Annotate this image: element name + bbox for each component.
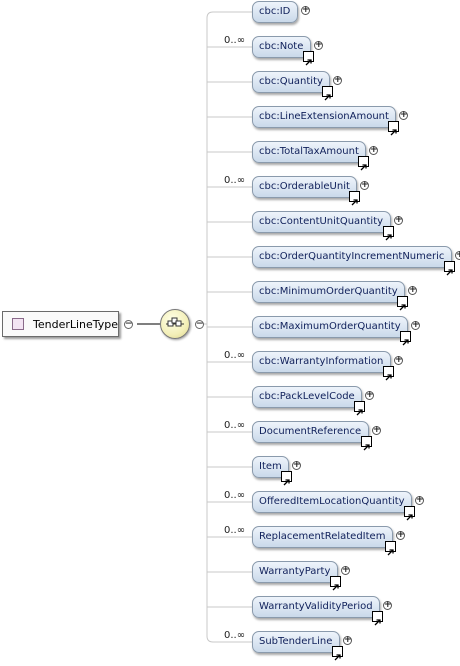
element-label: cbc:LineExtensionAmount [259, 111, 389, 122]
element-node[interactable]: Item [252, 456, 289, 478]
root-collapse-toggle[interactable]: − [124, 319, 133, 329]
element-node[interactable]: cbc:PackLevelCode [252, 386, 362, 408]
cardinality-label: 0..∞ [224, 350, 246, 361]
element-label: cbc:OrderQuantityIncrementNumeric [259, 251, 445, 262]
reference-arrow-icon [332, 646, 343, 661]
element-label: Item [259, 461, 282, 472]
reference-arrow-icon [330, 576, 341, 591]
element-node[interactable]: cbc:WarrantyInformation [252, 351, 391, 373]
expand-icon[interactable]: + [399, 110, 408, 120]
reference-arrow-icon [400, 331, 411, 346]
element-label: cbc:MinimumOrderQuantity [259, 286, 398, 297]
element-label: cbc:Note [259, 41, 304, 52]
expand-icon[interactable]: + [360, 180, 369, 190]
reference-arrow-icon [354, 401, 365, 416]
element-node[interactable]: DocumentReference [252, 421, 369, 443]
cardinality-label: 0..∞ [224, 630, 246, 641]
expand-icon[interactable]: + [396, 530, 405, 540]
element-label: SubTenderLine [259, 636, 333, 647]
reference-arrow-icon [358, 156, 369, 171]
expand-icon[interactable]: + [314, 40, 323, 50]
cardinality-label: 0..∞ [224, 35, 246, 46]
root-type-label: TenderLineType [33, 318, 119, 331]
element-node[interactable]: OfferedItemLocationQuantity [252, 491, 412, 513]
reference-arrow-icon [372, 611, 383, 626]
expand-icon[interactable]: + [292, 460, 301, 470]
sequence-compositor[interactable] [160, 309, 190, 339]
element-label: WarrantyParty [259, 566, 331, 577]
element-node[interactable]: SubTenderLine [252, 631, 340, 653]
element-label: cbc:PackLevelCode [259, 391, 355, 402]
element-node[interactable]: cbc:MinimumOrderQuantity [252, 281, 405, 303]
bus-top-corner [206, 11, 214, 19]
element-node[interactable]: ReplacementRelatedItem [252, 526, 393, 548]
expand-icon[interactable]: + [394, 355, 403, 365]
element-label: cbc:WarrantyInformation [259, 356, 384, 367]
expand-icon[interactable]: + [455, 251, 460, 260]
expand-icon[interactable]: + [415, 495, 424, 505]
expand-icon[interactable]: + [369, 145, 378, 155]
expand-icon[interactable]: + [383, 600, 392, 610]
reference-arrow-icon [349, 191, 360, 206]
root-type-box[interactable]: TenderLineType [2, 311, 119, 337]
element-node[interactable]: cbc:Note [252, 36, 311, 58]
reference-arrow-icon [322, 86, 333, 101]
reference-arrow-icon [388, 121, 399, 136]
expand-icon[interactable]: + [408, 285, 417, 295]
element-label: cbc:TotalTaxAmount [259, 146, 359, 157]
expand-icon[interactable]: + [394, 215, 403, 225]
reference-arrow-icon [383, 226, 394, 241]
element-label: WarrantyValidityPeriod [259, 601, 373, 612]
expand-icon[interactable]: + [365, 390, 374, 400]
element-node[interactable]: cbc:ID [252, 1, 298, 23]
element-node[interactable]: cbc:ContentUnitQuantity [252, 211, 391, 233]
reference-arrow-icon [397, 296, 408, 311]
sequence-compositor-icon [166, 317, 184, 327]
reference-arrow-icon [303, 51, 314, 66]
element-label: cbc:ID [259, 6, 291, 17]
cardinality-label: 0..∞ [224, 175, 246, 186]
reference-arrow-icon [281, 471, 292, 486]
element-label: ReplacementRelatedItem [259, 531, 386, 542]
element-label: cbc:Quantity [259, 76, 323, 87]
element-label: OfferedItemLocationQuantity [259, 496, 405, 507]
element-node[interactable]: cbc:TotalTaxAmount [252, 141, 366, 163]
cardinality-label: 0..∞ [224, 490, 246, 501]
reference-arrow-icon [361, 436, 372, 451]
element-node[interactable]: cbc:OrderQuantityIncrementNumeric [252, 246, 452, 268]
element-label: DocumentReference [259, 426, 362, 437]
reference-arrow-icon [404, 506, 415, 521]
element-node[interactable]: cbc:MaximumOrderQuantity [252, 316, 408, 338]
expand-icon[interactable]: + [301, 5, 310, 15]
expand-icon[interactable]: + [411, 320, 420, 330]
element-node[interactable]: cbc:Quantity [252, 71, 330, 93]
element-label: cbc:MaximumOrderQuantity [259, 321, 401, 332]
expand-icon[interactable]: + [333, 75, 342, 85]
sequence-collapse-toggle[interactable]: − [195, 319, 204, 329]
complex-type-icon [12, 318, 24, 330]
reference-arrow-icon [383, 366, 394, 381]
cardinality-label: 0..∞ [224, 525, 246, 536]
element-label: cbc:OrderableUnit [259, 181, 350, 192]
reference-arrow-icon [444, 261, 455, 276]
bus-bottom-corner [206, 635, 214, 643]
cardinality-label: 0..∞ [224, 420, 246, 431]
expand-icon[interactable]: + [372, 425, 381, 435]
element-label: cbc:ContentUnitQuantity [259, 216, 384, 227]
element-node[interactable]: WarrantyParty [252, 561, 338, 583]
element-node[interactable]: WarrantyValidityPeriod [252, 596, 380, 618]
expand-icon[interactable]: + [341, 565, 350, 575]
expand-icon[interactable]: + [343, 635, 352, 645]
element-node[interactable]: cbc:LineExtensionAmount [252, 106, 396, 128]
reference-arrow-icon [385, 541, 396, 556]
element-node[interactable]: cbc:OrderableUnit [252, 176, 357, 198]
